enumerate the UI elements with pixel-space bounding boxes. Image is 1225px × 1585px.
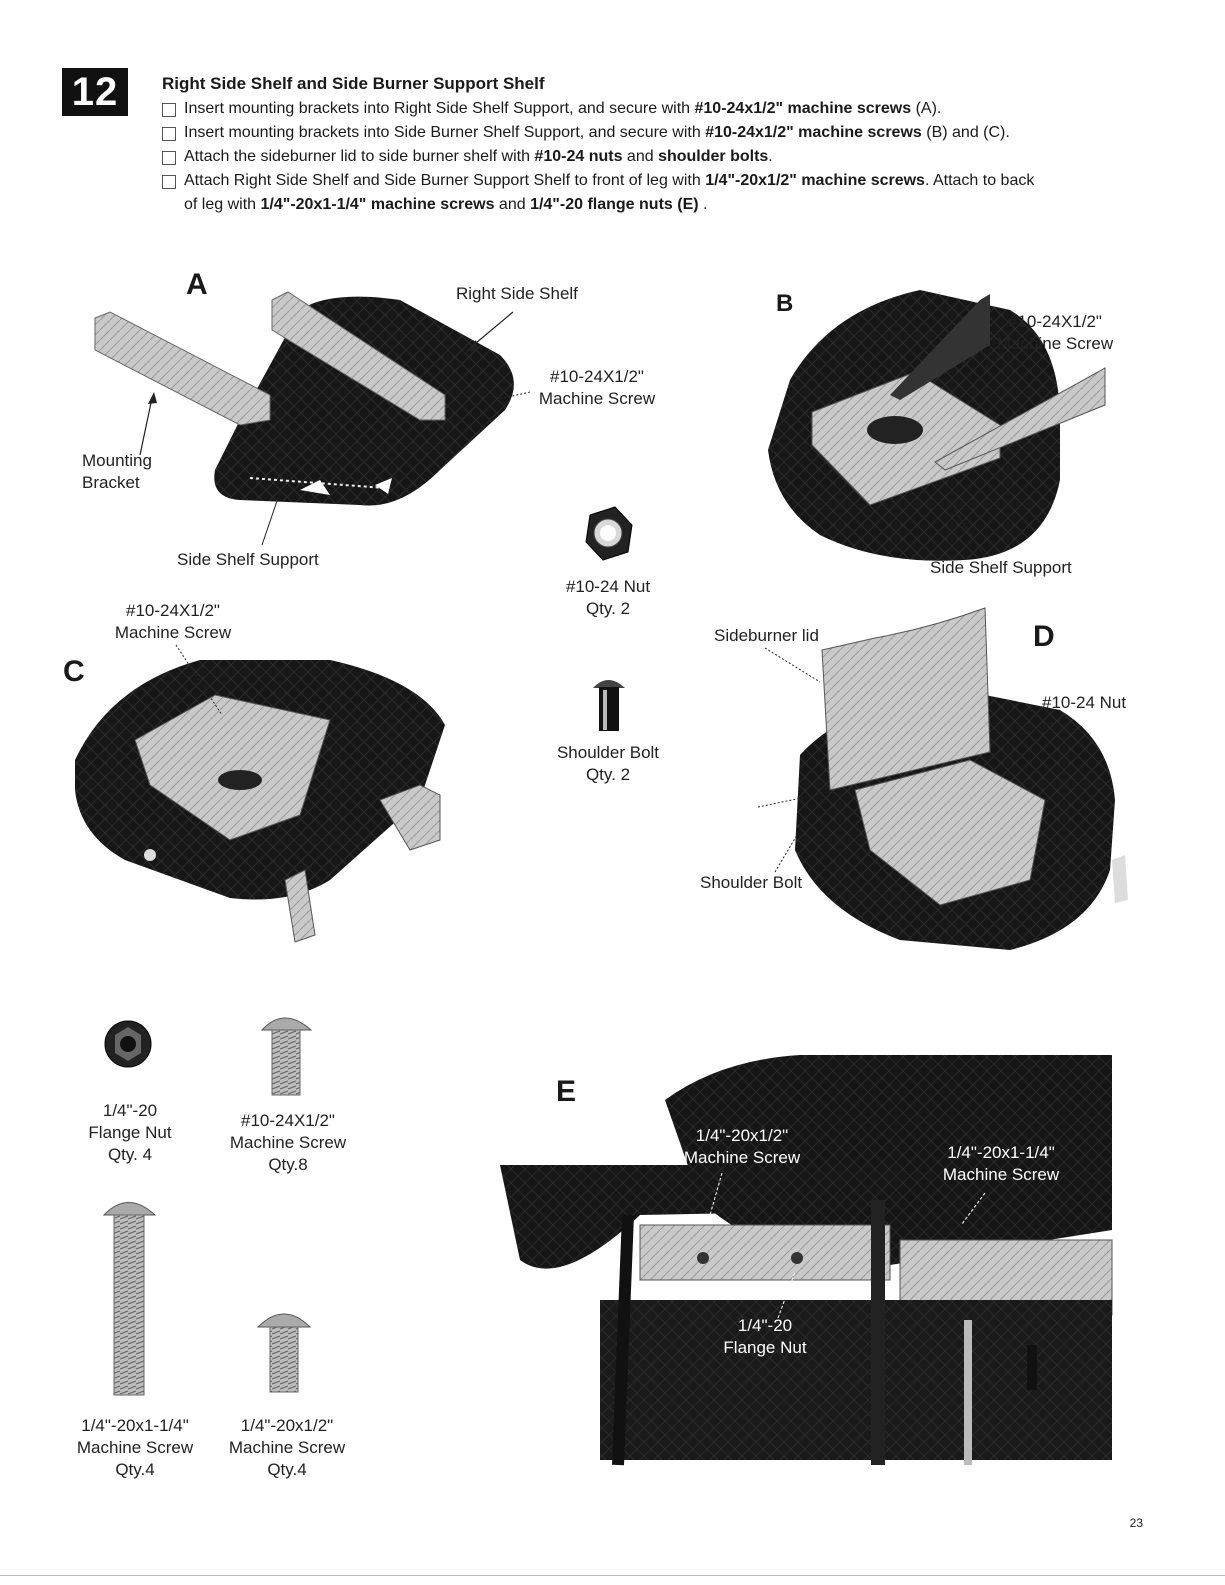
figure-c-side-burner-shelf — [75, 660, 445, 943]
label-b-side-shelf-support: Side Shelf Support — [930, 558, 1072, 577]
page-number: 23 — [1129, 1516, 1143, 1530]
step-title: Right Side Shelf and Side Burner Support… — [162, 74, 545, 93]
figure-letter-c: C — [63, 655, 85, 688]
label-e-short-screw: 1/4"-20x1/2"Machine Screw — [683, 1126, 801, 1167]
instruction-item: Attach Right Side Shelf and Side Burner … — [162, 169, 1152, 217]
label-a-machine-screw: #10-24X1/2"Machine Screw — [538, 367, 656, 408]
machine-screw-long-icon — [102, 1202, 157, 1396]
figure-b-side-burner-support — [768, 290, 1106, 561]
label-sideburner-lid: Sideburner lid — [714, 626, 819, 645]
figure-letter-d: D — [1033, 620, 1055, 653]
checkbox-icon — [162, 151, 176, 165]
instruction-item: Insert mounting brackets into Side Burne… — [162, 121, 1152, 145]
figure-letter-e: E — [556, 1075, 577, 1108]
figure-letter-b: B — [776, 290, 794, 317]
checkbox-icon — [162, 103, 176, 117]
shoulder-bolt-icon — [593, 680, 625, 731]
instruction-item: Insert mounting brackets into Right Side… — [162, 97, 1152, 121]
figure-letter-a: A — [186, 268, 208, 301]
step-number-badge: 12 — [62, 68, 128, 116]
bottom-rule — [0, 1575, 1225, 1576]
checkbox-icon — [162, 175, 176, 189]
checkbox-icon — [162, 127, 176, 141]
nut-10-24-icon — [585, 506, 633, 561]
figure-a-right-side-shelf — [94, 291, 514, 506]
label-right-side-shelf: Right Side Shelf — [456, 284, 578, 303]
figure-e-leg-attachment — [495, 1055, 1115, 1466]
label-d-nut: #10-24 Nut — [1042, 693, 1127, 712]
machine-screw-10-24-icon — [260, 1017, 313, 1096]
label-c-machine-screw: #10-24X1/2"Machine Screw — [114, 601, 232, 642]
label-d-shoulder-bolt: Shoulder Bolt — [700, 873, 803, 892]
label-a-side-shelf-support: Side Shelf Support — [177, 550, 319, 569]
instruction-list: Insert mounting brackets into Right Side… — [162, 97, 1152, 217]
label-e-long-screw: 1/4"-20x1-1/4"Machine Screw — [942, 1143, 1060, 1184]
machine-screw-short-icon — [256, 1313, 312, 1393]
figure-d-sideburner-lid — [795, 607, 1128, 950]
instruction-item: Attach the sideburner lid to side burner… — [162, 145, 1152, 169]
label-b-machine-screw: #10-24X1/2"Machine Screw — [996, 312, 1114, 353]
flange-nut-icon — [104, 1020, 152, 1068]
